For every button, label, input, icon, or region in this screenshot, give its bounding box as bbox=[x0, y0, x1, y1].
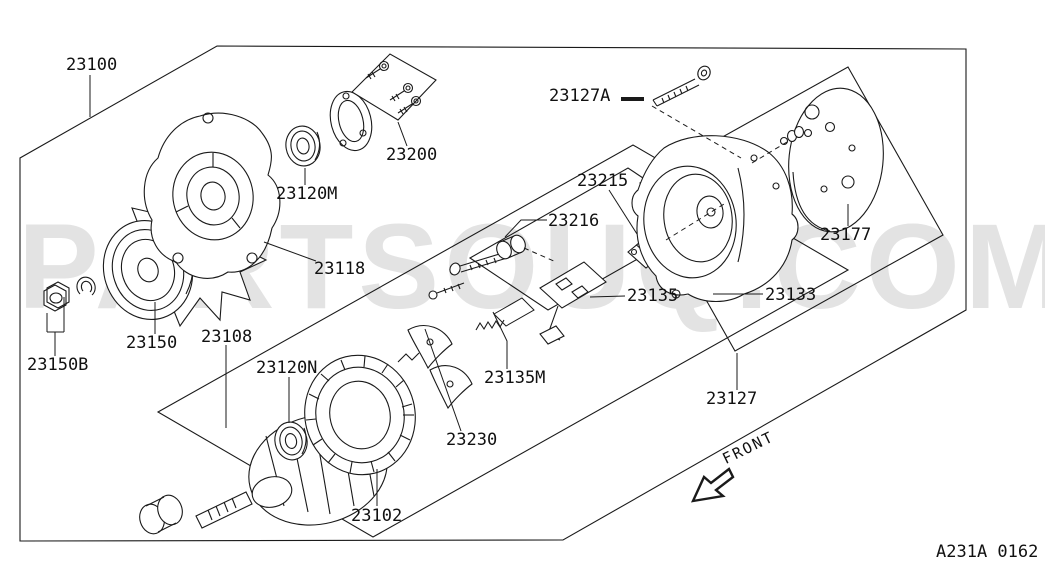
part-label-23108: 23108 bbox=[201, 327, 253, 347]
front-bearing-drawing bbox=[283, 123, 323, 168]
part-label-23127A: 23127A bbox=[549, 86, 611, 106]
part-label-23102: 23102 bbox=[351, 506, 403, 526]
nut-drawing bbox=[44, 282, 69, 311]
outer-assembly-box bbox=[20, 46, 966, 541]
front-cover-drawing bbox=[144, 113, 280, 278]
part-label-23200: 23200 bbox=[386, 145, 438, 165]
bearing-retainer-drawing bbox=[408, 326, 472, 408]
rear-housing-drawing bbox=[632, 136, 798, 302]
through-bolt-drawing bbox=[653, 64, 712, 106]
assembly-dashed-lines bbox=[524, 106, 787, 262]
part-label-23120N: 23120N bbox=[256, 358, 318, 378]
rear-bearing-drawing bbox=[271, 419, 310, 463]
stator-drawing bbox=[292, 343, 428, 486]
part-label-23177: 23177 bbox=[820, 225, 872, 245]
cap-drawing bbox=[494, 233, 528, 261]
brush-holder-drawing bbox=[540, 262, 606, 344]
part-label-23100: 23100 bbox=[66, 55, 118, 75]
part-label-23230: 23230 bbox=[446, 430, 498, 450]
part-label-23150: 23150 bbox=[126, 333, 178, 353]
part-label-23127: 23127 bbox=[706, 389, 758, 409]
part-label-23135: 23135 bbox=[627, 286, 679, 306]
part-label-23150B: 23150B bbox=[27, 355, 89, 375]
part-label-23215: 23215 bbox=[577, 171, 629, 191]
part-label-23216: 23216 bbox=[548, 211, 600, 231]
bolt-kit-drawing bbox=[352, 54, 436, 120]
c-washer-drawing bbox=[77, 277, 95, 295]
gasket-drawing bbox=[324, 87, 377, 155]
part-label-23120M: 23120M bbox=[276, 184, 338, 204]
stator-slots bbox=[306, 356, 414, 473]
front-arrow bbox=[693, 469, 733, 501]
leader-lines bbox=[47, 75, 848, 506]
part-label-23135M: 23135M bbox=[484, 368, 546, 388]
rear-cover-drawing bbox=[781, 83, 891, 236]
part-label-23118: 23118 bbox=[314, 259, 366, 279]
diagram-plate-code: A231A 0162 bbox=[936, 542, 1039, 562]
part-label-23133: 23133 bbox=[765, 285, 817, 305]
